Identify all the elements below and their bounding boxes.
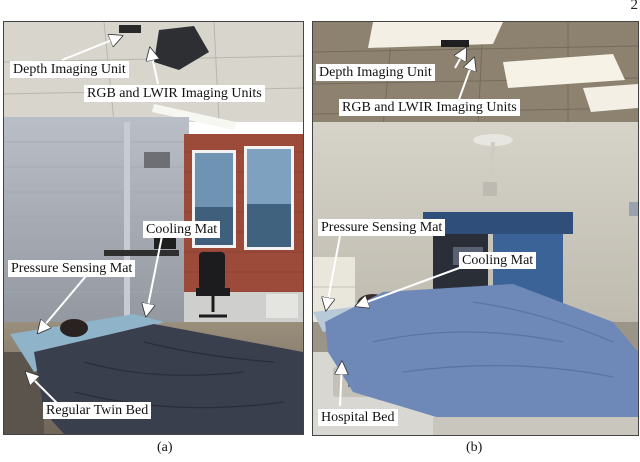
label-regular-twin-bed: Regular Twin Bed (43, 402, 152, 419)
page-number: 2 (630, 0, 639, 13)
label-cooling-mat-a: Cooling Mat (143, 221, 221, 238)
label-depth-imaging-unit-a: Depth Imaging Unit (10, 61, 129, 78)
label-rgb-lwir-units-b: RGB and LWIR Imaging Units (339, 99, 520, 116)
label-rgb-lwir-units-a: RGB and LWIR Imaging Units (84, 85, 265, 102)
caption-a: (a) (157, 440, 173, 455)
label-hospital-bed: Hospital Bed (318, 409, 398, 426)
caption-b: (b) (466, 440, 483, 455)
label-depth-imaging-unit-b: Depth Imaging Unit (316, 64, 435, 81)
label-pressure-sensing-mat-b: Pressure Sensing Mat (318, 219, 446, 236)
label-pressure-sensing-mat-a: Pressure Sensing Mat (8, 260, 136, 277)
label-cooling-mat-b: Cooling Mat (459, 252, 537, 269)
